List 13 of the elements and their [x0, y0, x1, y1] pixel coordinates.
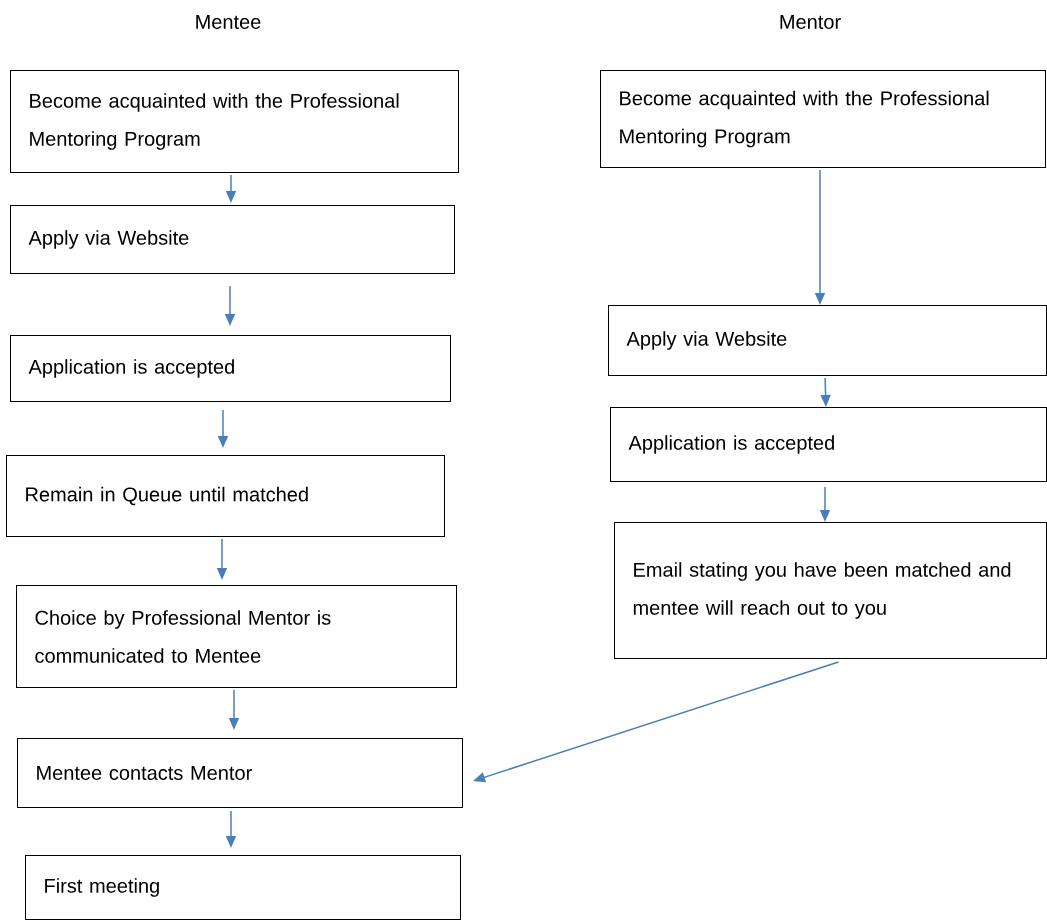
column-heading: Mentee: [196, 15, 261, 29]
process-box: Choice by Professional Mentor is communicated to Mentee: [16, 585, 457, 688]
process-box: Mentee contacts Mentor: [17, 738, 463, 808]
process-box: Application is accepted: [10, 335, 451, 402]
process-box: Become acquainted with the Professional Mentoring Program: [10, 70, 459, 173]
process-box: Become acquainted with the Professional Mentoring Program: [600, 70, 1046, 168]
process-box: Remain in Queue until matched: [6, 455, 445, 537]
column-heading: Mentor: [780, 15, 841, 29]
process-box: Application is accepted: [610, 407, 1047, 482]
process-box: Email stating you have been matched and mentee will reach out to you: [614, 522, 1047, 659]
process-box: Apply via Website: [608, 305, 1047, 376]
process-box: First meeting: [25, 855, 461, 920]
process-box: Apply via Website: [10, 205, 455, 274]
